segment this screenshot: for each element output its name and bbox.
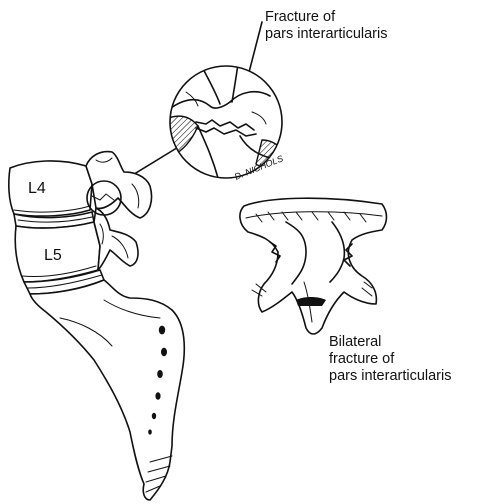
l4-vertebral-body bbox=[9, 161, 92, 216]
magnified-inset: D. NICHOLS bbox=[166, 62, 285, 182]
bilateral-label-line-1: Bilateral bbox=[329, 334, 452, 351]
posterior-vertebra-view bbox=[240, 198, 387, 334]
fracture-label-line-2: pars interarticularis bbox=[265, 26, 388, 43]
lateral-spine bbox=[9, 152, 184, 500]
posterior-vertebra-body bbox=[240, 198, 387, 334]
sacrum bbox=[30, 280, 184, 500]
fracture-of-pars-label: Fracture of pars interarticularis bbox=[265, 9, 388, 43]
fracture-label-line-1: Fracture of bbox=[265, 9, 388, 26]
l5-label: L5 bbox=[44, 247, 62, 264]
bilateral-label-line-3: pars interarticularis bbox=[329, 368, 452, 385]
l4-label: L4 bbox=[28, 180, 46, 197]
l5-posterior-elements bbox=[94, 208, 138, 270]
bilateral-fracture-label: Bilateral fracture of pars interarticula… bbox=[329, 334, 452, 385]
bilateral-label-line-2: fracture of bbox=[329, 351, 452, 368]
